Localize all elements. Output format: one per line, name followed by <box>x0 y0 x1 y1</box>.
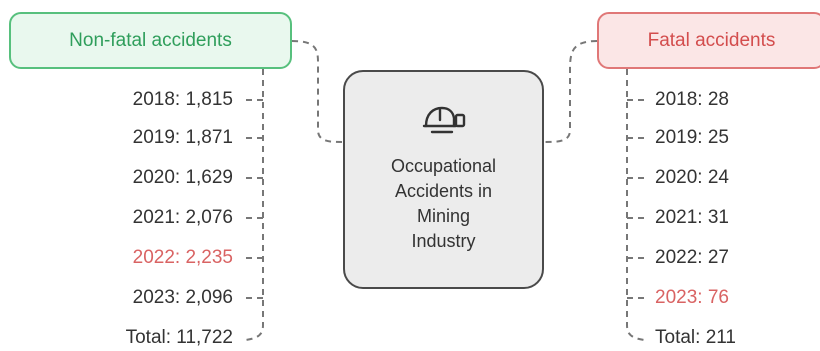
nonfatal-item-2019: 2019: 1,871 <box>132 127 233 148</box>
nonfatal-item-2023: 2023: 2,096 <box>132 287 233 308</box>
fatal-item-2023: 2023: 76 <box>655 287 729 308</box>
central-topic-line: Industry <box>411 231 476 251</box>
central-topic-title: Occupational Accidents in Mining Industr… <box>369 154 519 254</box>
connector-nonfatal-center <box>291 40 344 143</box>
fatal-accidents-label: Fatal accidents <box>647 29 776 51</box>
central-topic-line: Accidents in <box>394 181 493 201</box>
fatal-item-2018: 2018: 28 <box>655 89 729 110</box>
fatal-item-2020: 2020: 24 <box>655 167 729 188</box>
fatal-item-2022: 2022: 27 <box>655 247 729 268</box>
connector-nonfatal-trunk <box>245 69 264 341</box>
miner-helmet-icon <box>422 106 465 134</box>
central-topic-line: Mining <box>416 206 471 226</box>
nonfatal-item-2022: 2022: 2,235 <box>132 247 233 268</box>
central-topic-line: Occupational <box>390 156 497 176</box>
connector-fatal-trunk <box>626 69 645 341</box>
connector-fatal-center <box>543 40 598 143</box>
nonfatal-accidents-label: Non-fatal accidents <box>69 29 232 51</box>
fatal-accidents-node: Fatal accidents <box>597 12 820 69</box>
nonfatal-item-total: Total: 11,722 <box>125 327 233 348</box>
nonfatal-item-2021: 2021: 2,076 <box>132 207 233 228</box>
nonfatal-item-2020: 2020: 1,629 <box>132 167 233 188</box>
fatal-item-total: Total: 211 <box>655 327 736 348</box>
central-topic-node: Occupational Accidents in Mining Industr… <box>343 70 544 289</box>
fatal-item-2021: 2021: 31 <box>655 207 729 228</box>
fatal-item-2019: 2019: 25 <box>655 127 729 148</box>
nonfatal-accidents-node: Non-fatal accidents <box>9 12 292 69</box>
nonfatal-item-2018: 2018: 1,815 <box>132 89 233 110</box>
